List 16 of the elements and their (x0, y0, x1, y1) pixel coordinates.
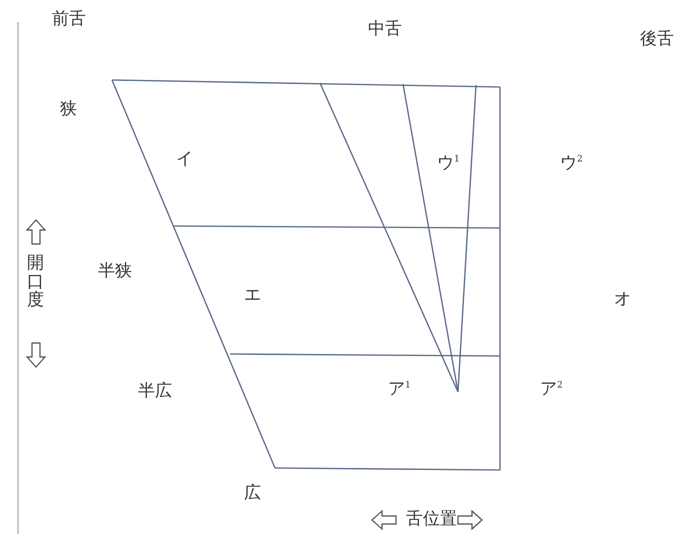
column-heading: 後舌 (640, 30, 674, 49)
axis-label: 舌位置 (406, 510, 457, 529)
vowel-label: ウ$^{2}$ (560, 154, 583, 173)
row-heading: 半狭 (98, 262, 132, 281)
axis-label: 開口度 (27, 254, 44, 310)
row-heading: 広 (244, 484, 261, 503)
vowel-label: ア$^{1}$ (388, 380, 411, 399)
vowel-label: ア$^{2}$ (540, 380, 563, 399)
column-heading: 中舌 (368, 20, 402, 39)
column-heading: 前舌 (52, 10, 86, 29)
row-heading: 狭 (60, 100, 77, 119)
vowel-label: ウ$^{1}$ (437, 154, 460, 173)
vowel-label: エ (244, 286, 261, 305)
vowel-label: オ (614, 290, 631, 309)
row-heading: 半広 (138, 382, 172, 401)
vowel-label: イ (176, 150, 193, 169)
